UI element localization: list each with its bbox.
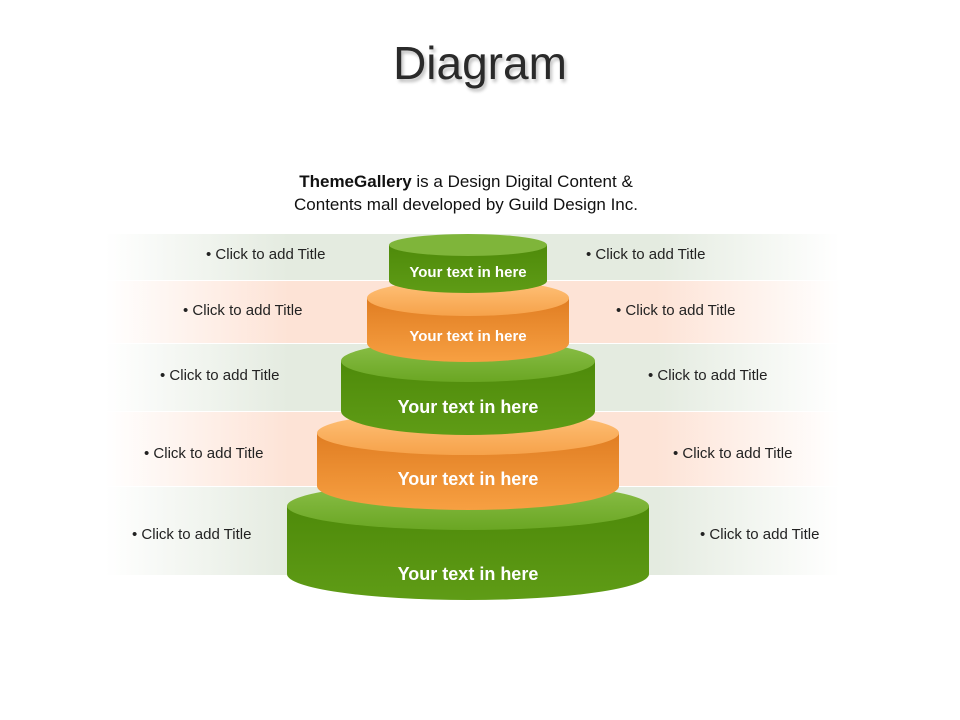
tier-1-right-label[interactable]: • Click to add Title xyxy=(586,246,706,263)
tier-2-left-label[interactable]: • Click to add Title xyxy=(183,302,303,319)
tier-5-left-label[interactable]: • Click to add Title xyxy=(132,526,252,543)
tier-2-text: Your text in here xyxy=(409,328,526,345)
tier-1-top xyxy=(389,234,547,256)
subtitle: ThemeGallery is a Design Digital Content… xyxy=(0,170,932,216)
tier-2-right-label[interactable]: • Click to add Title xyxy=(616,302,736,319)
tier-3-side xyxy=(341,361,595,435)
subtitle-line-1: ThemeGallery is a Design Digital Content… xyxy=(0,170,932,193)
tier-5-side xyxy=(287,506,649,600)
tier-3-text: Your text in here xyxy=(398,397,539,417)
tier-5-text: Your text in here xyxy=(398,564,539,584)
tier-1-side xyxy=(389,245,547,293)
tier-1-text: Your text in here xyxy=(409,264,526,281)
tier-3-left-label[interactable]: • Click to add Title xyxy=(160,367,280,384)
tier-4-side xyxy=(317,433,619,510)
tier-1: Your text in here xyxy=(389,234,547,293)
tier-4-left-label[interactable]: • Click to add Title xyxy=(144,445,264,462)
tier-1-left-label[interactable]: • Click to add Title xyxy=(206,246,326,263)
tier-4-text: Your text in here xyxy=(398,469,539,489)
subtitle-line-1-rest: is a Design Digital Content & xyxy=(411,172,633,191)
subtitle-line-2: Contents mall developed by Guild Design … xyxy=(294,195,638,214)
tier-4-right-label[interactable]: • Click to add Title xyxy=(673,445,793,462)
page-title: Diagram xyxy=(393,37,567,89)
tier-5-right-label[interactable]: • Click to add Title xyxy=(700,526,820,543)
tier-3-right-label[interactable]: • Click to add Title xyxy=(648,367,768,384)
brand-name: ThemeGallery xyxy=(299,172,412,191)
tier-2-side xyxy=(367,298,569,362)
